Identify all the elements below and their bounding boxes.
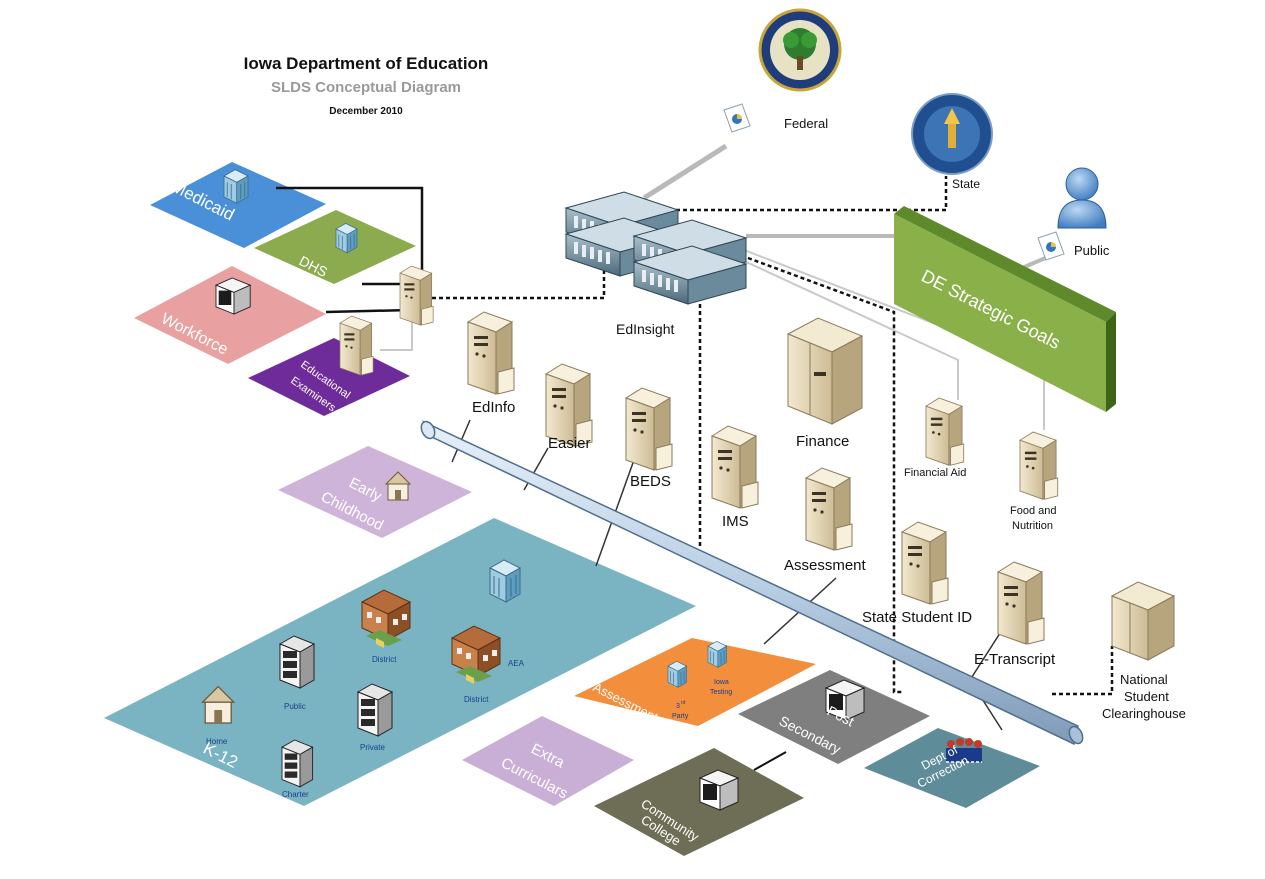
strategic-goals-banner: DE Strategic Goals (894, 206, 1116, 412)
community-college-server-icon (699, 769, 739, 811)
ims-server-icon (711, 425, 759, 509)
easier-label: Easier (548, 435, 591, 452)
home-school-label: Home (206, 737, 228, 746)
diagram-subtitle: SLDS Conceptual Diagram (271, 79, 461, 96)
private-school-cabinet-icon (357, 683, 393, 737)
zone-workforce (134, 266, 326, 364)
aea-label: AEA (508, 659, 525, 668)
finance-cabinet-icon (786, 317, 864, 425)
public-school-cabinet-icon (279, 635, 315, 689)
edinsight-label: EdInsight (616, 321, 674, 337)
iowa-testing-label-line2: Testing (710, 689, 732, 696)
food-nutrition-label-line2: Nutrition (1012, 520, 1053, 532)
third-party-building-icon (667, 660, 687, 688)
zone-post-secondary (738, 670, 930, 764)
zone-medicaid (150, 162, 326, 248)
district-label-b: District (464, 695, 489, 704)
federal-doc-icon (723, 103, 751, 133)
data-bus-pipe (420, 420, 1084, 746)
ims-label: IMS (722, 513, 749, 530)
etranscript-server-icon (997, 561, 1045, 645)
zone-assessment (574, 638, 816, 726)
inmates-group-icon (946, 738, 982, 763)
medicaid-building-icon (223, 169, 249, 204)
edinfo-label: EdInfo (472, 399, 515, 416)
charter-school-cabinet-icon (281, 739, 314, 788)
state-seal-icon (911, 93, 993, 175)
etranscript-label: E-Transcript (974, 651, 1056, 668)
beds-label: BEDS (630, 473, 671, 490)
financial-aid-server-icon (925, 397, 965, 466)
public-person-icon (1057, 167, 1107, 229)
charter-school-label: Charter (282, 790, 309, 799)
district-label-a: District (372, 655, 397, 664)
public-label: Public (1074, 243, 1110, 258)
zone-k12 (104, 518, 696, 806)
clearinghouse-label-line3: Clearinghouse (1102, 706, 1186, 721)
beds-server-icon (625, 387, 673, 471)
edinfo-server-icon (467, 311, 515, 395)
public-school-label: Public (284, 702, 306, 711)
public-doc-icon (1037, 231, 1065, 261)
workforce-cabinet-icon (215, 277, 251, 315)
diagram-date: December 2010 (329, 106, 403, 117)
food-nutrition-label-line1: Food and (1010, 505, 1056, 517)
federal-seal-icon (758, 8, 842, 92)
state-label: State (952, 177, 980, 191)
zone-dhs (254, 210, 416, 284)
financial-aid-label: Financial Aid (904, 467, 966, 479)
zone-community-college (594, 748, 804, 856)
zone-extra-curriculars (462, 716, 634, 806)
easier-server-icon (545, 363, 593, 447)
edinsight-hub: EdInsight (565, 191, 747, 337)
aea-building-icon (489, 559, 521, 603)
diagram-title: Iowa Department of Education (244, 54, 489, 73)
federal-label: Federal (784, 116, 828, 131)
diagram-header: Iowa Department of Education SLDS Concep… (244, 54, 489, 117)
zone-early-childhood (278, 446, 472, 538)
third-party-label-b: rd (681, 700, 686, 706)
iowa-testing-label-line1: Iowa (714, 679, 729, 686)
clearinghouse-label-line2: Student (1124, 689, 1169, 704)
clearinghouse-cabinet-icon (1110, 581, 1176, 661)
assessment-system-label: Assessment (784, 557, 867, 574)
zone-dept-corrections (864, 728, 1040, 808)
finance-label: Finance (796, 433, 849, 450)
state-student-id-server-icon (901, 521, 949, 605)
examiners-server-icon (339, 315, 374, 376)
iowa-testing-building-icon (707, 640, 727, 668)
dhs-building-icon (335, 223, 358, 254)
assessment-server-icon (805, 467, 853, 551)
state-student-id-label: State Student ID (862, 609, 972, 626)
third-party-label-a: 3 (676, 703, 680, 710)
food-nutrition-server-icon (1019, 431, 1059, 500)
clearinghouse-label-line1: National (1120, 672, 1168, 687)
agency-gateway-server-icon (399, 265, 434, 326)
private-school-label: Private (360, 743, 385, 752)
third-party-label-c: Party (672, 713, 689, 720)
